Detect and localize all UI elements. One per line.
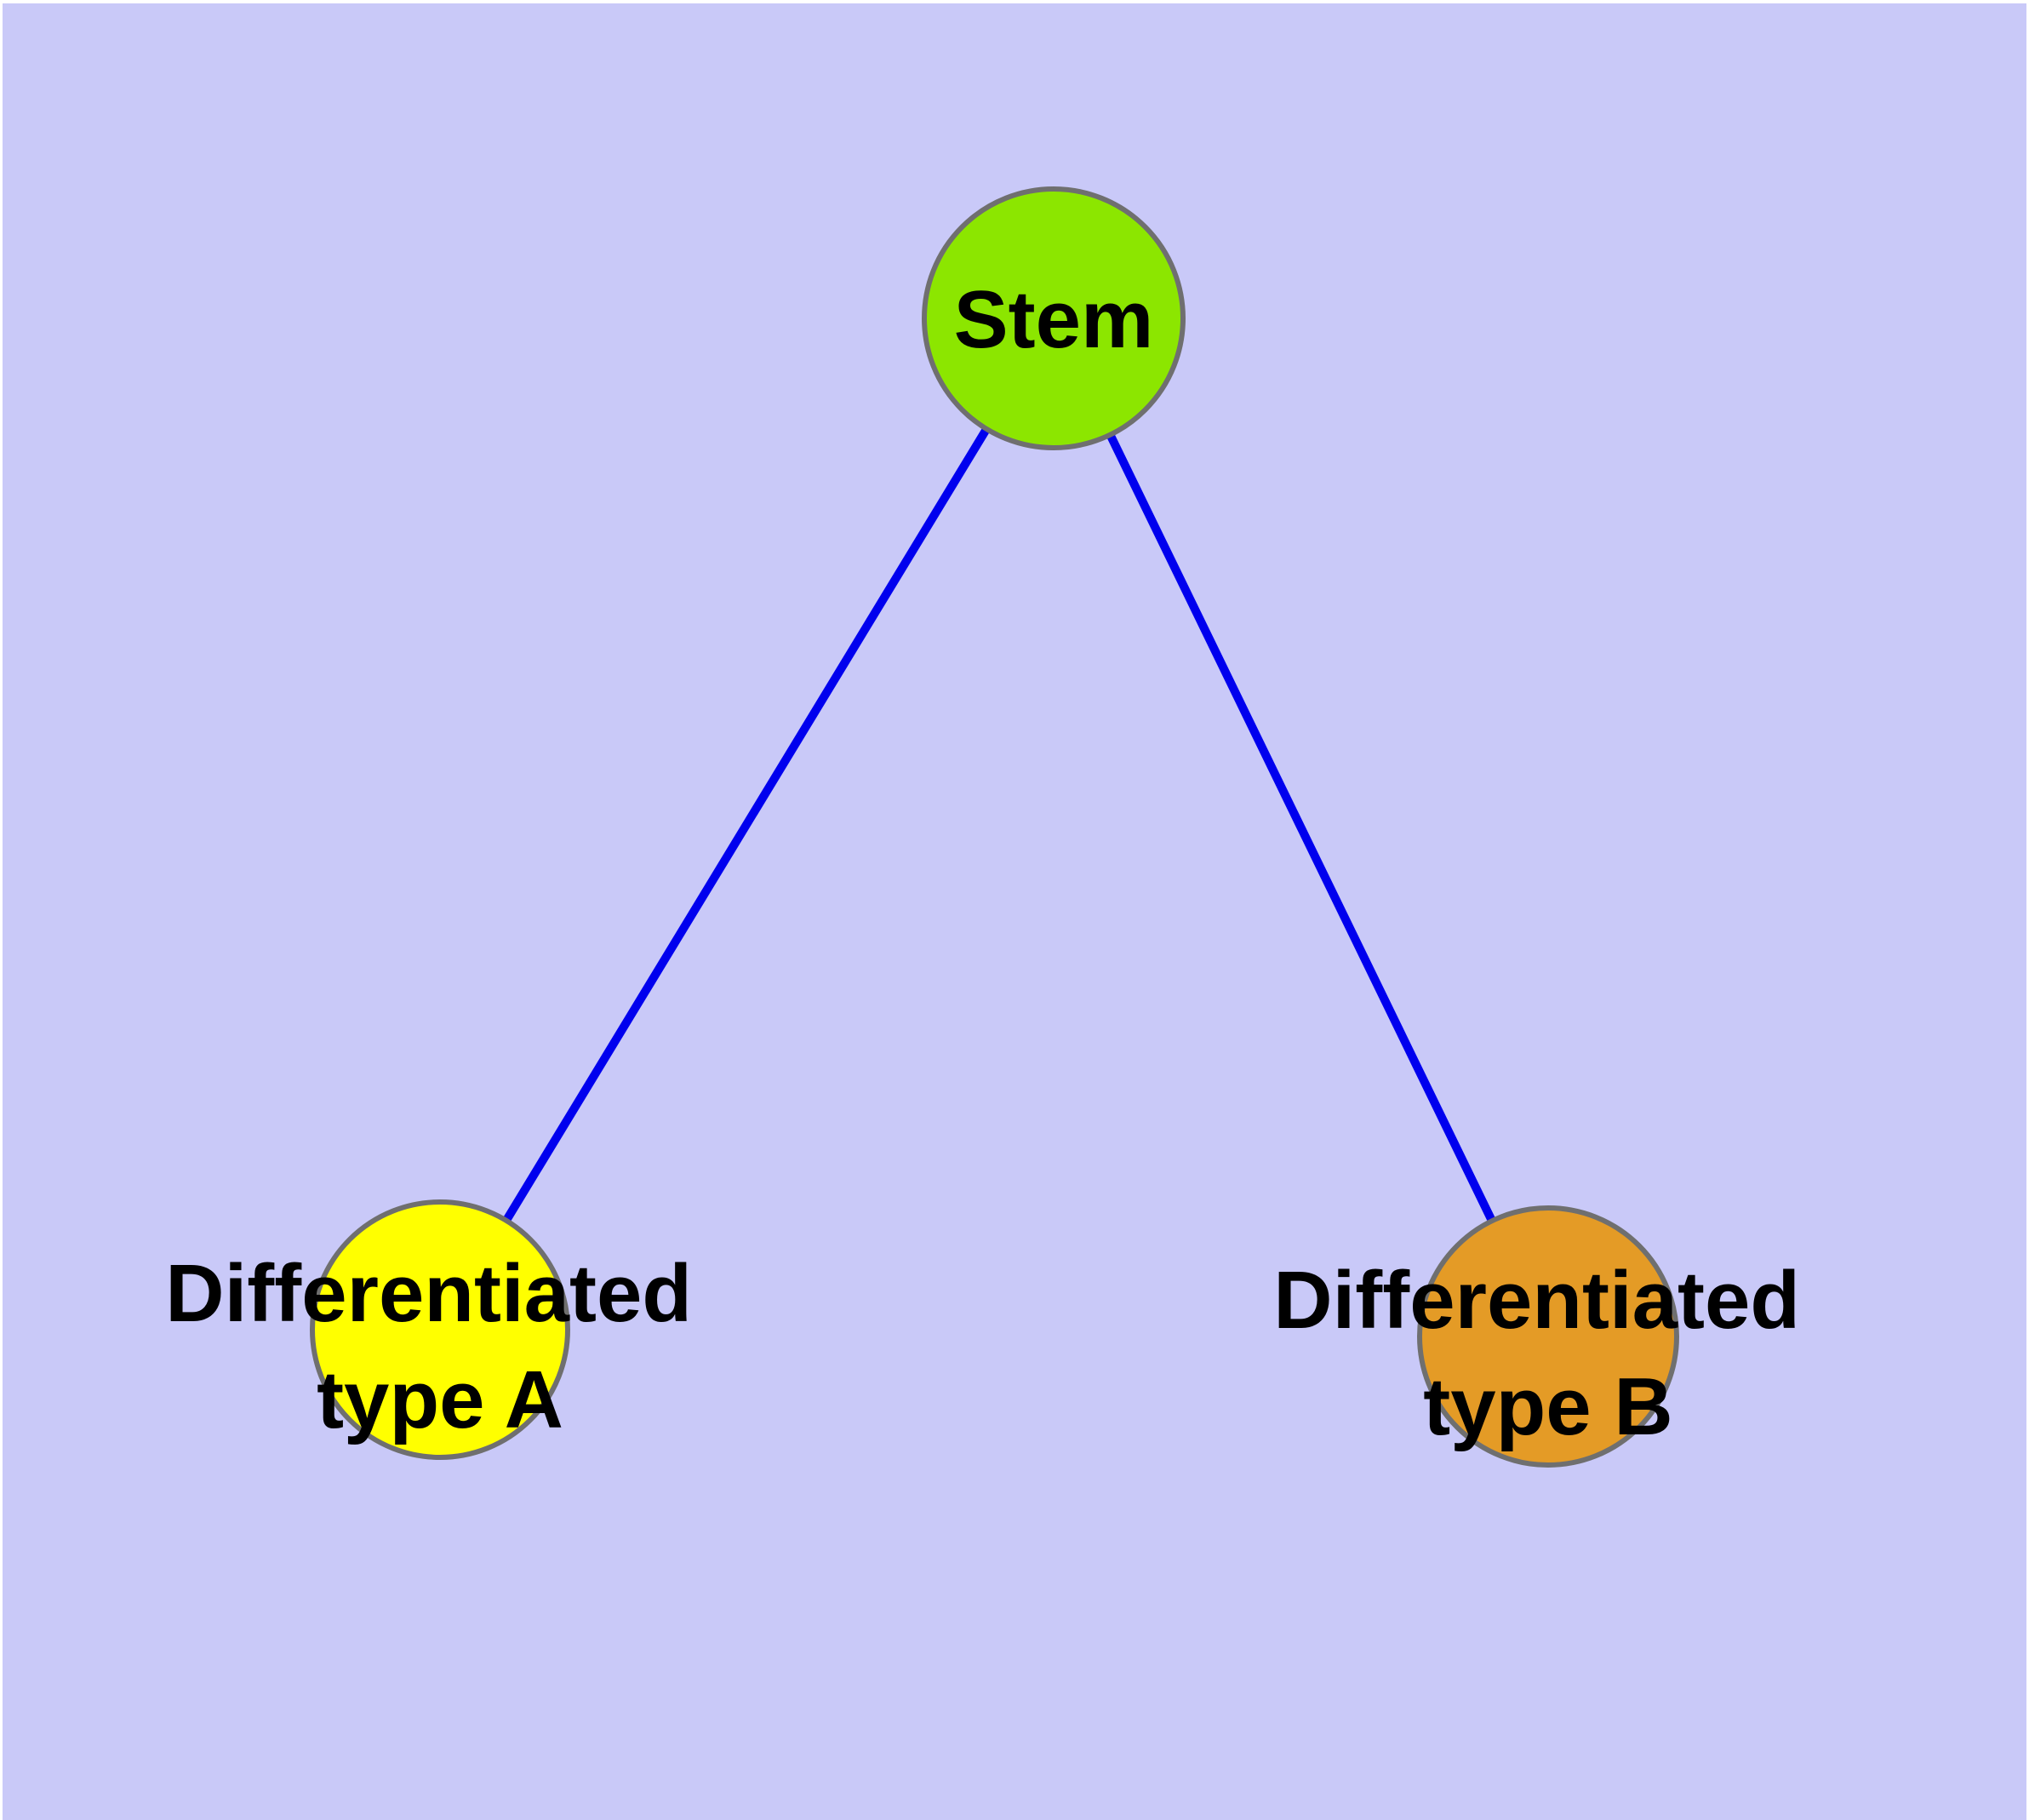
node-differentiated-type-a [310, 1199, 570, 1460]
node-stem [922, 186, 1186, 450]
edge-stem-to-type-a [436, 316, 1058, 1332]
node-label-differentiated-type-a: Differentiated type A [165, 1248, 714, 1445]
node-label-line: Differentiated [1273, 1255, 1800, 1346]
node-label-stem: Stem [954, 274, 1154, 365]
node-differentiated-type-b [1417, 1205, 1679, 1468]
node-label-line: Differentiated [165, 1248, 692, 1339]
edge-stem-to-type-b [1049, 316, 1552, 1339]
node-label-line: type A [317, 1354, 563, 1445]
node-label-line: type B [1423, 1361, 1672, 1452]
node-label-differentiated-type-b: Differentiated type B [1273, 1255, 1822, 1452]
